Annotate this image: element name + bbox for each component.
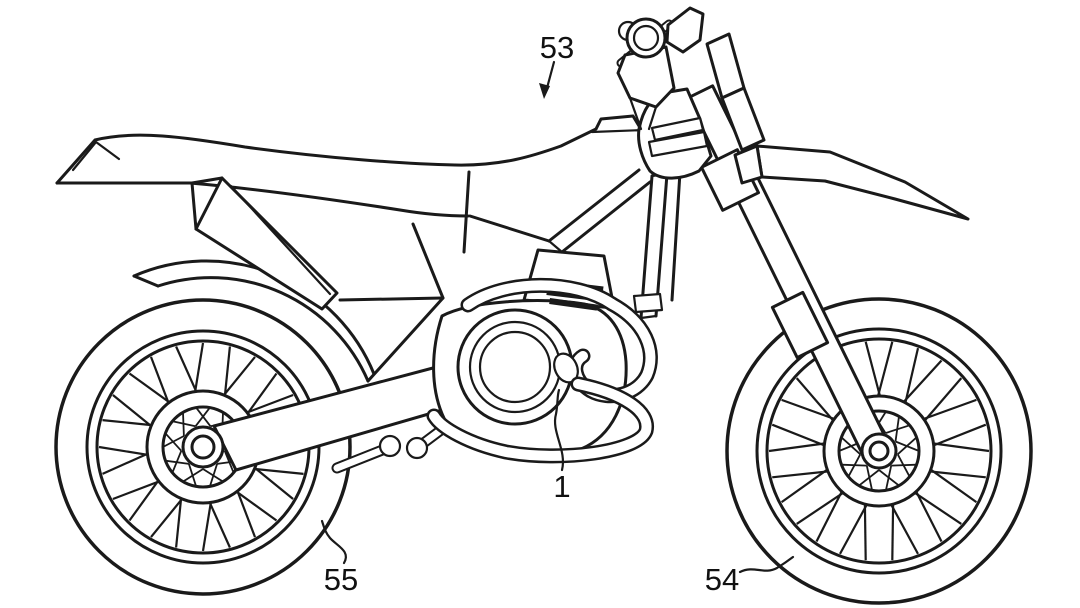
spoke: [165, 459, 190, 465]
label-54-leader: [738, 555, 795, 574]
spoke: [840, 436, 861, 455]
fork-slider-clamp: [770, 290, 830, 360]
exhaust-lower-run: [429, 379, 652, 461]
spoke: [896, 453, 911, 478]
spoke: [194, 407, 211, 427]
fork-guard-lower: [720, 86, 766, 152]
frame-spar-cap: [547, 239, 564, 254]
exhaust-upper-bend: [463, 280, 617, 310]
front-fender-mount: [733, 144, 764, 185]
steering-head-assembly: [616, 6, 713, 180]
front-axle-nut: [868, 440, 890, 462]
triple-clamp-bar-2: [647, 130, 709, 158]
tank-bottom-line: [468, 214, 551, 243]
front-rim: [765, 337, 993, 565]
tank-seam-line: [462, 170, 471, 254]
front-fork: [685, 32, 898, 470]
spoke: [858, 469, 880, 487]
label-55-leader: [320, 519, 347, 565]
rear-axle-nut: [190, 434, 216, 460]
reference-numeral-55: 55: [324, 562, 358, 597]
engine: [432, 248, 628, 458]
shroud-line-3: [670, 170, 682, 302]
seat-top-line: [55, 127, 598, 185]
headlight-ring: [625, 17, 667, 59]
muffler-front-cap: [190, 176, 224, 231]
reference-numeral-1: 1: [553, 469, 570, 504]
clutch-cover-hatched: [478, 330, 552, 404]
headlight-lens: [632, 24, 660, 52]
rear-bodywork-fill: [57, 116, 655, 381]
spoke: [223, 450, 235, 474]
radiator-shroud: [632, 170, 682, 320]
linkage-bolt-mid: [405, 436, 429, 460]
fuel-cap-base: [590, 128, 646, 134]
rear-fender-arc-cap: [132, 274, 160, 288]
reference-labels: 53 1 55 54: [320, 30, 795, 597]
label-53-arrowhead: [539, 83, 550, 99]
mask-neck-lines: [628, 96, 658, 131]
muffler-top-seam: [229, 184, 332, 296]
spoke: [164, 432, 182, 452]
spoke: [182, 412, 185, 437]
triple-clamp-bar-1: [650, 116, 705, 142]
louver-slat-3: [549, 298, 598, 311]
muffler-body: [194, 176, 339, 311]
exhaust-header: [426, 277, 658, 464]
muffler: [190, 176, 339, 311]
frame-spar-lower: [560, 180, 652, 254]
fork-leg: [685, 84, 891, 458]
frame-and-tank: [468, 114, 682, 320]
shroud-bracket: [632, 292, 664, 314]
front-fender: [733, 144, 970, 221]
rear-fender-arc-inner: [156, 276, 370, 383]
reference-numeral-53: 53: [540, 30, 574, 65]
front-fender-blade: [755, 144, 970, 221]
spoke: [182, 468, 204, 483]
side-panel-bottom: [338, 296, 445, 302]
label-1-leader: [553, 388, 565, 472]
spoke: [841, 463, 867, 467]
spoke: [885, 465, 893, 491]
front-tire-outer: [725, 297, 1033, 605]
spoke: [885, 424, 910, 434]
spoke: [209, 463, 218, 487]
linkage-bolt-left: [378, 434, 402, 458]
fuel-filler-cap: [594, 114, 641, 131]
rear-tire-outer: [54, 298, 352, 596]
rear-axle: [181, 425, 225, 469]
reference-numeral-54: 54: [705, 562, 739, 597]
under-seat-line: [188, 181, 470, 218]
label-53-arrow-line: [545, 60, 556, 90]
spoke: [897, 436, 918, 455]
shroud-bottom-edge: [639, 314, 658, 320]
front-tire-inner: [755, 327, 1003, 575]
tail-brace-lines: [71, 140, 121, 172]
handlebar-grip-lever: [665, 6, 705, 54]
frame-spar-upper: [547, 168, 641, 243]
front-axle: [860, 432, 898, 470]
shroud-line-2: [654, 172, 669, 318]
